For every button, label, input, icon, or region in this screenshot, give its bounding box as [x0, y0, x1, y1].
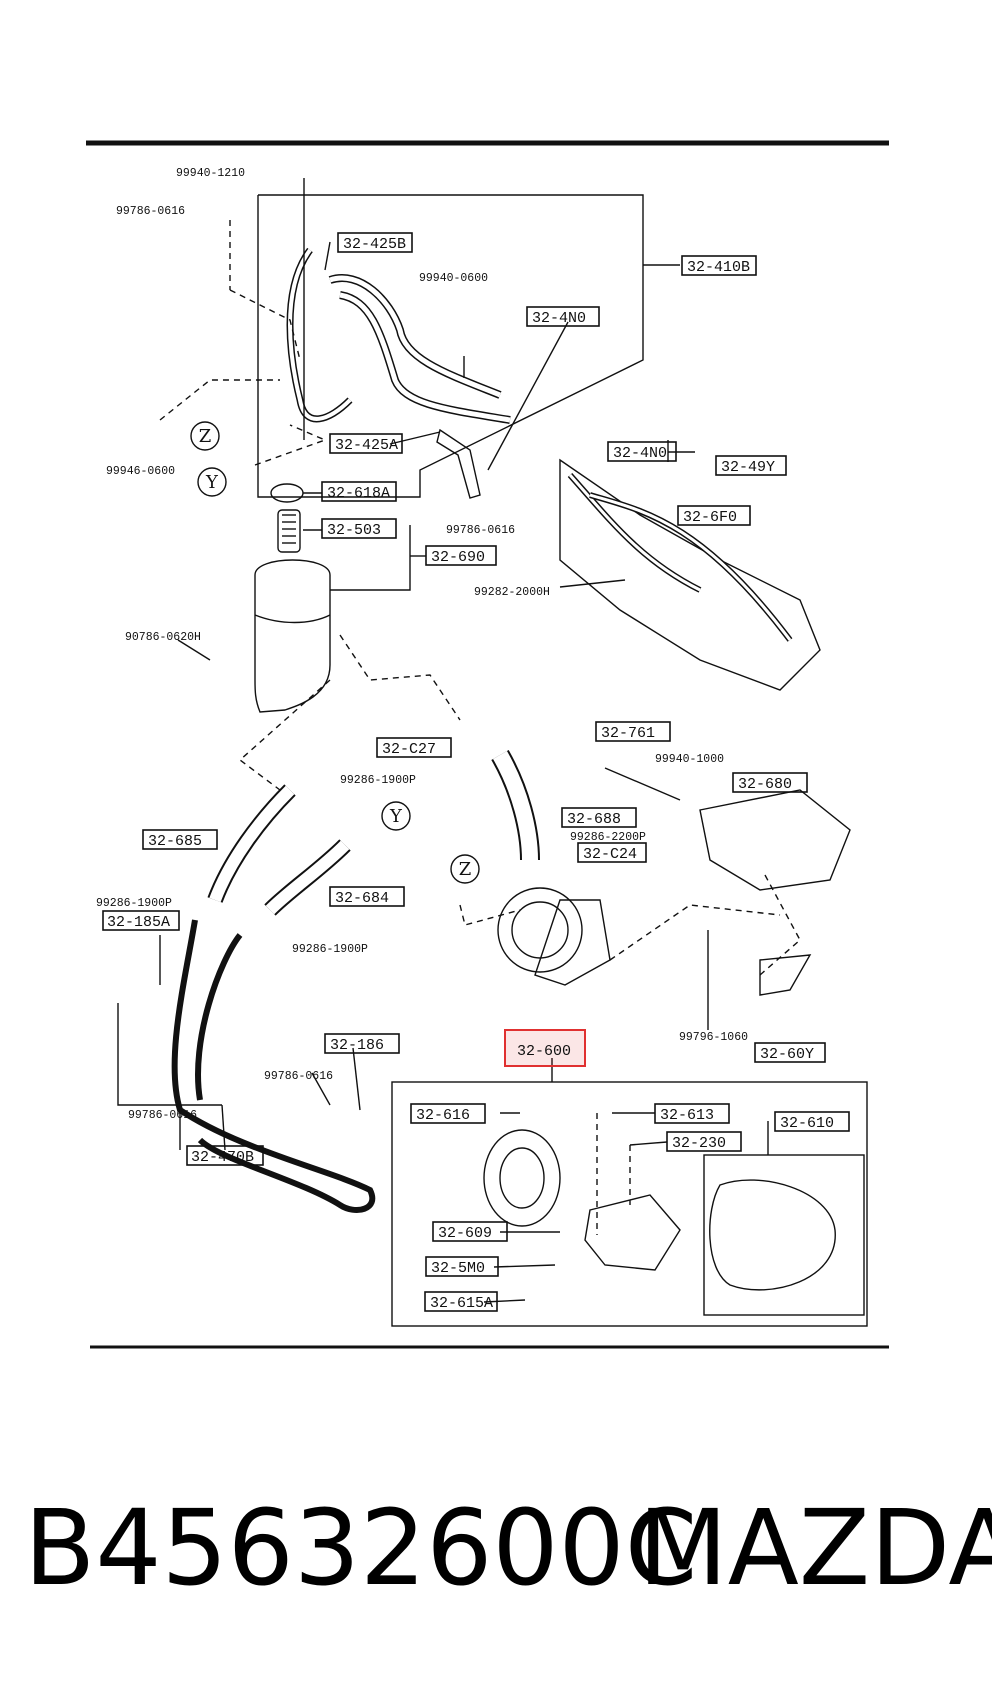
small-part-numbers: 99940-1210 99786-0616 99940-0600 99946-0…: [96, 167, 748, 1122]
reference-circles: [190, 421, 480, 884]
part-label: 32-4N0: [613, 445, 667, 462]
part-label: 32-613: [660, 1107, 714, 1124]
small-part-number: 99786-0616: [128, 1109, 197, 1122]
part-label: 32-761: [601, 725, 655, 742]
part-label: 32-610: [780, 1115, 834, 1132]
reference-letter: Z: [459, 859, 472, 880]
part-label: 32-C24: [583, 846, 637, 863]
reference-letter: Y: [389, 806, 403, 827]
diagram-lines: [86, 140, 889, 1349]
part-label: 32-470B: [191, 1149, 254, 1166]
part-label: 32-684: [335, 890, 389, 907]
part-label: 32-230: [672, 1135, 726, 1152]
small-part-number: 99796-1060: [679, 1031, 748, 1044]
reference-letter: Y: [205, 472, 219, 493]
part-label: 32-503: [327, 522, 381, 539]
small-part-number: 99286-1900P: [292, 943, 368, 956]
part-label: 32-60Y: [760, 1046, 814, 1063]
highlight-box: [504, 1029, 586, 1067]
small-part-number: 99940-1000: [655, 753, 724, 766]
part-label: 32-425A: [335, 437, 398, 454]
small-part-number: 99940-1210: [176, 167, 245, 180]
part-label: 32-685: [148, 833, 202, 850]
part-label: 32-618A: [327, 485, 390, 502]
part-label: 32-186: [330, 1037, 384, 1054]
small-part-number: 90786-0620H: [125, 631, 201, 644]
part-labels: 32-425B 32-410B 32-4N0 32-425A 32-618A 3…: [107, 236, 834, 1312]
part-label: 32-615A: [430, 1295, 493, 1312]
part-number-caption: B45632600C: [24, 1487, 698, 1609]
reference-letter: Z: [199, 426, 212, 447]
part-label: 32-C27: [382, 741, 436, 758]
small-part-number: 99946-0600: [106, 465, 175, 478]
part-label: 32-410B: [687, 259, 750, 276]
small-part-number: 99286-2200P: [570, 831, 646, 844]
small-part-number: 99286-1900P: [340, 774, 416, 787]
part-label: 32-690: [431, 549, 485, 566]
part-label: 32-609: [438, 1225, 492, 1242]
brand-caption: MAZDA: [638, 1487, 992, 1609]
small-part-number: 99786-0616: [446, 524, 515, 537]
part-label: 32-4N0: [532, 310, 586, 327]
label-boxes: [102, 232, 850, 1312]
reference-letters: Z Y Y Z: [199, 426, 472, 880]
small-part-number: 99786-0616: [264, 1070, 333, 1083]
part-label: 32-616: [416, 1107, 470, 1124]
small-part-number: 99286-1900P: [96, 897, 172, 910]
part-label: 32-680: [738, 776, 792, 793]
part-label: 32-688: [567, 811, 621, 828]
small-part-number: 99282-2000H: [474, 586, 550, 599]
small-part-number: 99940-0600: [419, 272, 488, 285]
part-label: 32-6F0: [683, 509, 737, 526]
caption: B45632600C MAZDA: [18, 1478, 992, 1618]
small-part-number: 99786-0616: [116, 205, 185, 218]
part-label: 32-185A: [107, 914, 170, 931]
part-label: 32-49Y: [721, 459, 775, 476]
part-label: 32-5M0: [431, 1260, 485, 1277]
highlighted-part-label: 32-600: [517, 1043, 571, 1060]
part-label: 32-425B: [343, 236, 406, 253]
